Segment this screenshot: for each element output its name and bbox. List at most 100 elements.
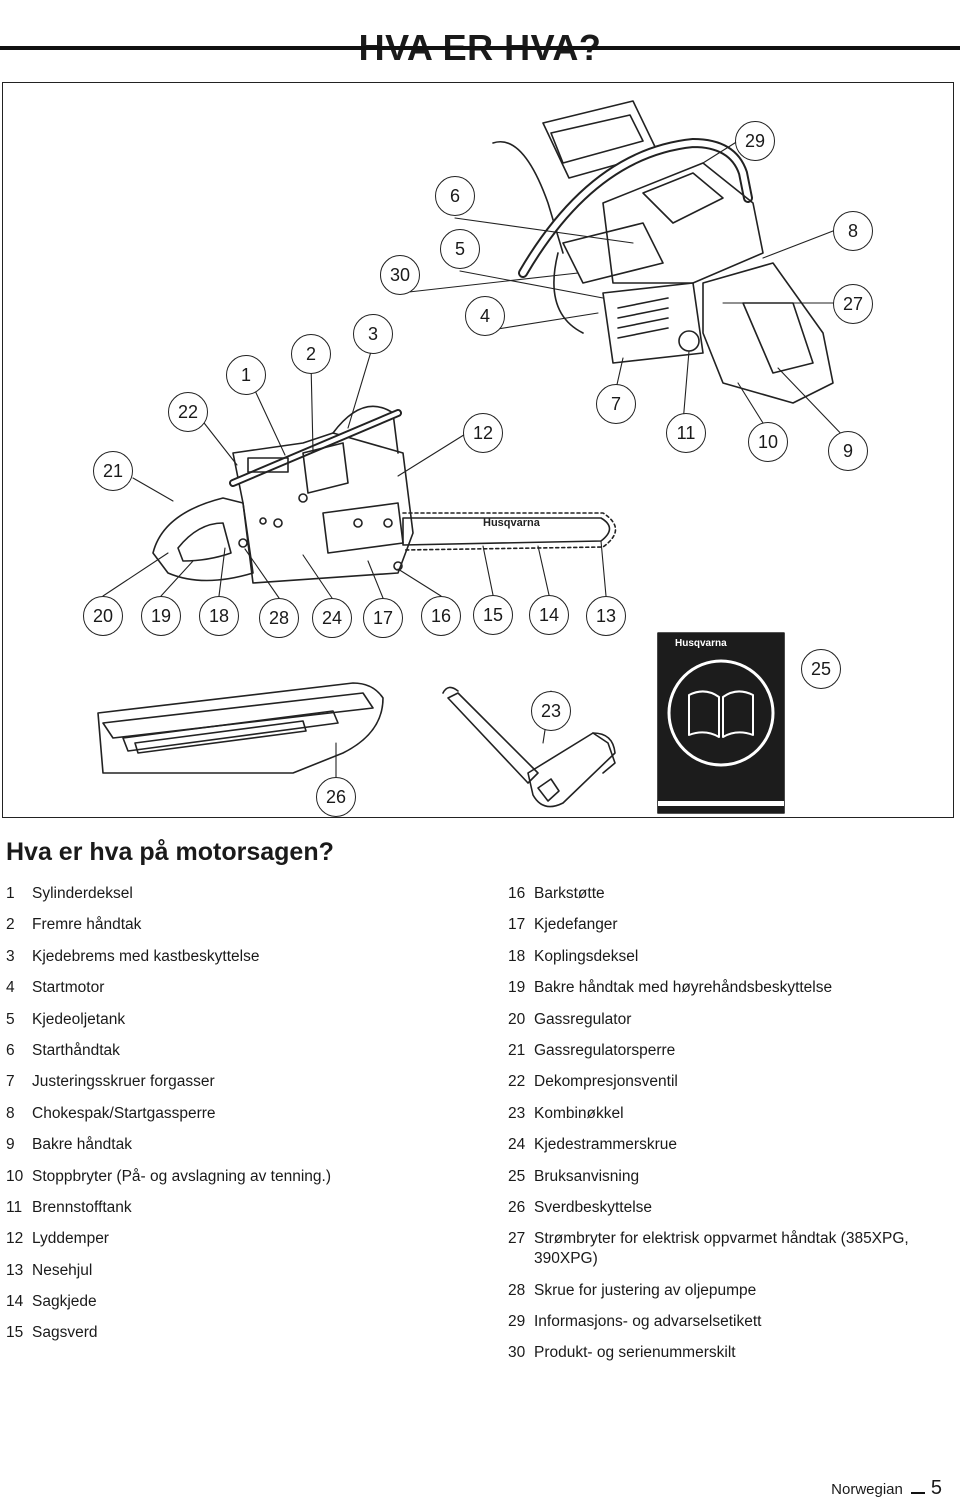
- item-label: Bakre håndtak med høyrehåndsbeskyttelse: [534, 979, 833, 997]
- item-number: 11: [6, 1198, 23, 1216]
- callout-20: 20: [83, 596, 123, 636]
- list-item: 6 Starthåndtak: [6, 1041, 446, 1061]
- footer-language: Norwegian: [831, 1481, 903, 1498]
- item-label: Bakre håndtak: [32, 1136, 132, 1154]
- item-label: Sagsverd: [32, 1324, 98, 1342]
- callout-13: 13: [586, 596, 626, 636]
- item-number: 21: [508, 1041, 526, 1059]
- item-number: 8: [6, 1104, 15, 1122]
- callout-19: 19: [141, 596, 181, 636]
- item-number: 9: [6, 1136, 15, 1154]
- item-label: Strømbryter for elektrisk oppvarmet hånd…: [534, 1230, 909, 1268]
- parts-illustration: Husqvarna Husqvarna 29 6 8 5 30 27 4 3 2…: [2, 82, 954, 818]
- callout-22: 22: [168, 392, 208, 432]
- callout-11: 11: [666, 413, 706, 453]
- top-rear-handle: [702, 262, 834, 404]
- list-item: 21 Gassregulatorsperre: [508, 1041, 948, 1061]
- side-rear-handle: [152, 497, 254, 582]
- item-label: Fremre håndtak: [32, 916, 142, 934]
- item-label: Kjedefanger: [534, 916, 618, 934]
- list-item: 27 Strømbryter for elektrisk oppvarmet hå…: [508, 1229, 948, 1269]
- list-item: 12 Lyddemper: [6, 1229, 446, 1249]
- callout-26: 26: [316, 777, 356, 817]
- item-label: Kjedeoljetank: [32, 1010, 126, 1028]
- item-label: Kjedestrammerskrue: [534, 1136, 677, 1154]
- section-heading: Hva er hva på motorsagen?: [6, 838, 334, 866]
- callout-15: 15: [473, 595, 513, 635]
- callout-16: 16: [421, 596, 461, 636]
- item-label: Lyddemper: [32, 1230, 109, 1248]
- callout-6: 6: [435, 176, 475, 216]
- list-item: 9 Bakre håndtak: [6, 1135, 446, 1155]
- item-number: 14: [6, 1293, 24, 1311]
- callout-7: 7: [596, 384, 636, 424]
- callout-4: 4: [465, 296, 505, 336]
- item-number: 5: [6, 1010, 15, 1028]
- item-label: Startmotor: [32, 979, 105, 997]
- item-number: 13: [6, 1261, 24, 1279]
- manual-brand-label: Husqvarna: [675, 638, 727, 649]
- bar-guard-drawing: [97, 682, 384, 774]
- item-number: 22: [508, 1073, 526, 1091]
- item-number: 4: [6, 979, 15, 997]
- item-number: 12: [6, 1230, 24, 1248]
- item-label: Starthåndtak: [32, 1041, 120, 1059]
- item-label: Gassregulatorsperre: [534, 1041, 676, 1059]
- item-label: Gassregulator: [534, 1010, 632, 1028]
- item-label: Skrue for justering av oljepumpe: [534, 1281, 757, 1299]
- list-item: 25 Bruksanvisning: [508, 1167, 948, 1187]
- item-number: 30: [508, 1344, 526, 1362]
- list-item: 4 Startmotor: [6, 978, 446, 998]
- operators-manual-drawing: [657, 632, 785, 814]
- item-number: 6: [6, 1041, 15, 1059]
- item-label: Justeringsskruer forgasser: [32, 1073, 215, 1091]
- callout-18: 18: [199, 596, 239, 636]
- page-footer: Norwegian 5: [831, 1477, 942, 1500]
- list-item: 2 Fremre håndtak: [6, 915, 446, 935]
- callout-9: 9: [828, 431, 868, 471]
- footer-dash: [910, 1492, 925, 1494]
- item-number: 28: [508, 1281, 526, 1299]
- callout-21: 21: [93, 451, 133, 491]
- callout-23: 23: [531, 691, 571, 731]
- item-number: 26: [508, 1198, 526, 1216]
- item-label: Kjedebrems med kastbeskyttelse: [32, 947, 260, 965]
- chainsaw-side-view: [152, 405, 617, 584]
- list-item: 28 Skrue for justering av oljepumpe: [508, 1281, 948, 1301]
- callout-30: 30: [380, 255, 420, 295]
- item-label: Bruksanvisning: [534, 1167, 640, 1185]
- callout-1: 1: [226, 355, 266, 395]
- item-label: Kombinøkkel: [534, 1104, 624, 1122]
- item-number: 2: [6, 916, 15, 934]
- item-label: Nesehjul: [32, 1261, 93, 1279]
- item-label: Dekompresjonsventil: [534, 1073, 678, 1091]
- item-number: 1: [6, 885, 15, 902]
- item-number: 27: [508, 1230, 526, 1248]
- list-item: 13 Nesehjul: [6, 1261, 446, 1281]
- item-number: 18: [508, 947, 526, 965]
- callout-10: 10: [748, 422, 788, 462]
- combination-spanner-drawing: [442, 686, 616, 808]
- item-label: Barkstøtte: [534, 885, 605, 902]
- item-label: Sylinderdeksel: [32, 885, 133, 902]
- item-number: 25: [508, 1167, 526, 1185]
- callout-24: 24: [312, 598, 352, 638]
- title-divider: [0, 46, 960, 50]
- callout-27: 27: [833, 284, 873, 324]
- item-number: 10: [6, 1167, 24, 1185]
